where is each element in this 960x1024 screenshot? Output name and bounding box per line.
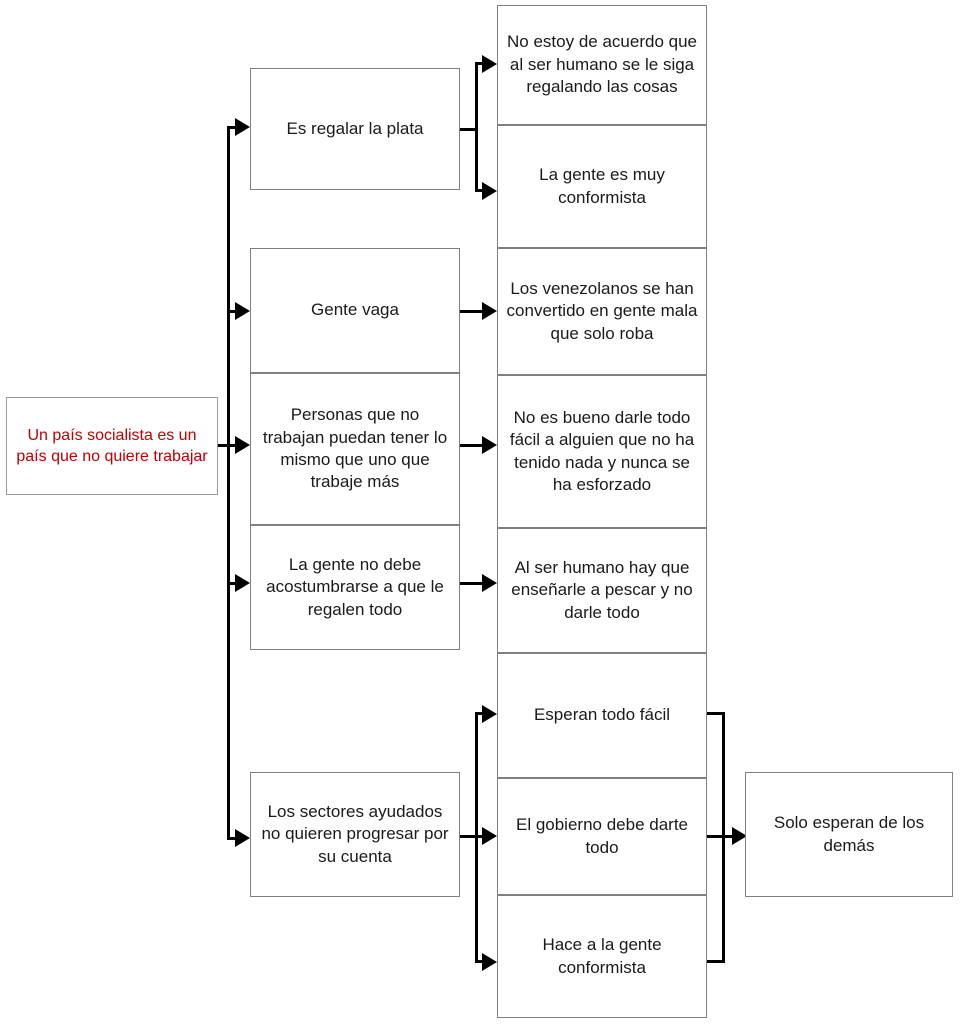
root-branch-3 — [227, 444, 241, 447]
root-stem — [218, 444, 230, 447]
root-branch-4 — [227, 582, 241, 585]
level3-node-no-estoy-de-acuerdo[interactable]: No estoy de acuerdo que al ser humano se… — [497, 5, 707, 125]
arrow-root-to-l2-5 — [235, 829, 250, 847]
l2-2-link — [460, 310, 485, 313]
level3-node-la-gente-es-muy-conformista[interactable]: La gente es muy conformista — [497, 125, 707, 248]
l3-7-stem — [707, 835, 725, 838]
arrow-l3-group-to-l4 — [732, 827, 747, 845]
level2-node-gente-vaga[interactable]: Gente vaga — [250, 248, 460, 373]
root-branch-1 — [227, 126, 241, 129]
l2-1-branch-b — [475, 189, 485, 192]
arrow-root-to-l2-3 — [235, 436, 250, 454]
level2-node-personas-que-no-trabajan[interactable]: Personas que no trabajan puedan tener lo… — [250, 373, 460, 525]
level3-node-al-ser-humano[interactable]: Al ser humano hay que enseñarle a pescar… — [497, 528, 707, 653]
l3-6-stem — [707, 712, 725, 715]
root-trunk — [227, 128, 230, 840]
arrow-root-to-l2-2 — [235, 302, 250, 320]
l2-5-branch-a — [475, 712, 485, 715]
root-branch-5 — [227, 837, 241, 840]
level2-node-los-sectores-ayudados[interactable]: Los sectores ayudados no quieren progres… — [250, 772, 460, 897]
arrow-l2-5-to-l3-7 — [482, 827, 497, 845]
arrow-l2-5-to-l3-6 — [482, 705, 497, 723]
level3-node-hace-a-la-gente-conformista[interactable]: Hace a la gente conformista — [497, 895, 707, 1018]
arrow-root-to-l2-1 — [235, 118, 250, 136]
l2-5-stem — [460, 835, 478, 838]
level2-node-la-gente-no-debe-acostumbrarse[interactable]: La gente no debe acostumbrarse a que le … — [250, 525, 460, 650]
l2-4-link — [460, 582, 485, 585]
root-node[interactable]: Un país socialista es un país que no qui… — [6, 397, 218, 495]
arrow-l2-5-to-l3-8 — [482, 953, 497, 971]
l2-1-stem — [460, 128, 478, 131]
level3-node-el-gobierno-debe-darte-todo[interactable]: El gobierno debe darte todo — [497, 778, 707, 895]
l2-1-trunk — [475, 62, 478, 192]
level4-node-solo-esperan-de-los-demas[interactable]: Solo esperan de los demás — [745, 772, 953, 897]
arrow-l2-3-to-l3-4 — [482, 436, 497, 454]
root-branch-2 — [227, 310, 241, 313]
level2-node-es-regalar-la-plata[interactable]: Es regalar la plata — [250, 68, 460, 190]
level3-node-los-venezolanos[interactable]: Los venezolanos se han convertido en gen… — [497, 248, 707, 375]
arrow-l2-2-to-l3-3 — [482, 302, 497, 320]
level3-node-esperan-todo-facil[interactable]: Esperan todo fácil — [497, 653, 707, 778]
level3-node-no-es-bueno-darle[interactable]: No es bueno darle todo fácil a alguien q… — [497, 375, 707, 528]
arrow-l2-1-to-l3-2 — [482, 182, 497, 200]
l2-5-branch-c — [475, 960, 485, 963]
l3-8-stem — [707, 960, 725, 963]
l2-3-link — [460, 444, 485, 447]
l2-1-branch-a — [475, 62, 485, 65]
arrow-l2-4-to-l3-5 — [482, 574, 497, 592]
arrow-l2-1-to-l3-1 — [482, 55, 497, 73]
l4-stem — [722, 835, 736, 838]
arrow-root-to-l2-4 — [235, 574, 250, 592]
l2-5-branch-b — [475, 835, 485, 838]
